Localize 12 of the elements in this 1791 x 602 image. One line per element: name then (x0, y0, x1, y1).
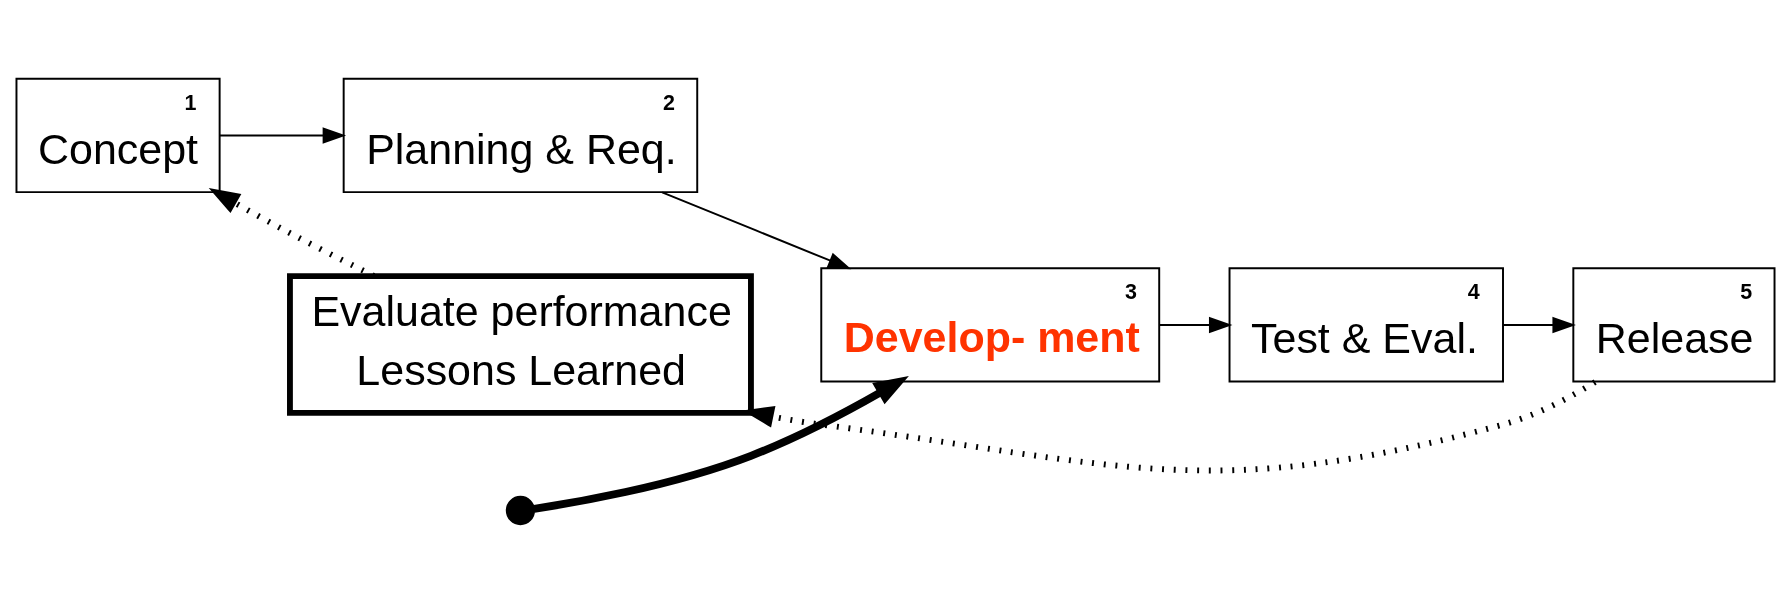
node-box: 1 Concept (15, 77, 221, 193)
node-box: 5 Release (1572, 266, 1776, 383)
arrow (219, 126, 347, 144)
arrow (1502, 316, 1576, 333)
node-box: 2 Planning & Req. (342, 77, 699, 193)
node-circle (505, 495, 536, 525)
arrow (533, 375, 909, 513)
arrow (661, 190, 852, 269)
node-box: 3 Develop- ment (820, 266, 1161, 383)
arrow (1158, 316, 1233, 333)
node-box: Evaluate performance Lessons Learned (287, 272, 754, 416)
node-box: 4 Test & Eval. (1228, 266, 1504, 383)
